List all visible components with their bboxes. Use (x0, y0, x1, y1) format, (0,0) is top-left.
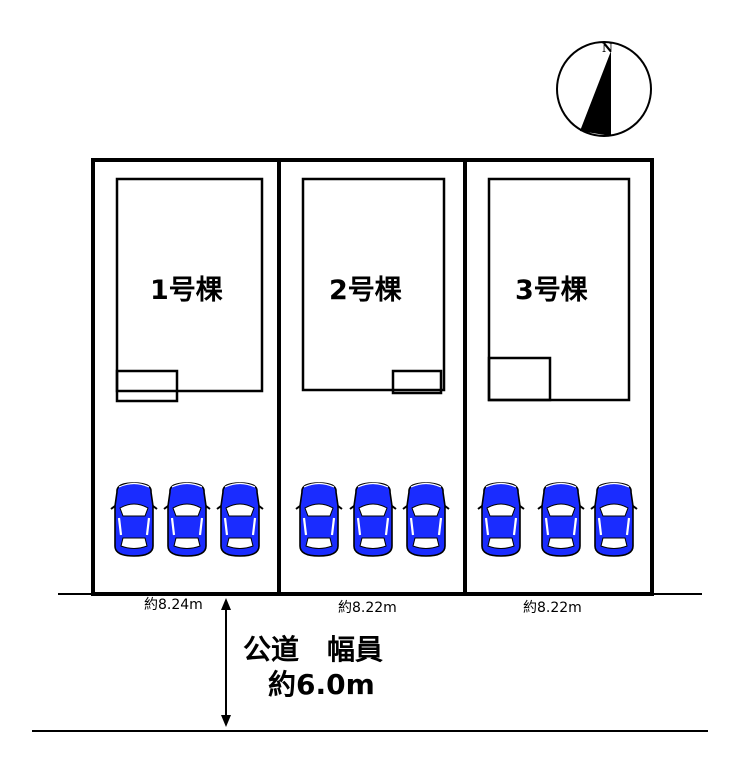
lot-3-boundary (463, 158, 654, 596)
lot-1-frontage: 約8.24m (144, 597, 203, 613)
lot-boundaries (91, 158, 654, 596)
building-2-porch (391, 369, 443, 395)
road-width-dimension (221, 598, 231, 727)
car-icon (109, 481, 159, 558)
car-icon (294, 481, 344, 558)
building-3-label: 3号棵 (515, 275, 588, 306)
road-width: 約6.0m (268, 668, 375, 701)
car-icon (476, 481, 526, 558)
car-icon (348, 481, 398, 558)
road-name: 公道 幅員 (243, 633, 384, 666)
car-icon (536, 481, 586, 558)
buildings (115, 177, 631, 403)
north-arrow-icon (580, 51, 611, 136)
parking-cars (109, 481, 639, 558)
building-2-label: 2号棵 (329, 275, 402, 306)
building-1-label: 1号棵 (150, 275, 223, 306)
building-2-footprint (301, 177, 446, 392)
car-icon (589, 481, 639, 558)
car-icon (162, 481, 212, 558)
building-1-footprint (115, 177, 264, 393)
building-3-porch (487, 356, 552, 402)
car-icon (401, 481, 451, 558)
building-3-footprint (487, 177, 631, 402)
compass (556, 41, 652, 137)
car-icon (215, 481, 265, 558)
lot-2-frontage: 約8.22m (338, 600, 397, 616)
building-1-porch (115, 369, 179, 403)
lot-3-frontage: 約8.22m (523, 600, 582, 616)
compass-north-label: N (602, 41, 613, 55)
